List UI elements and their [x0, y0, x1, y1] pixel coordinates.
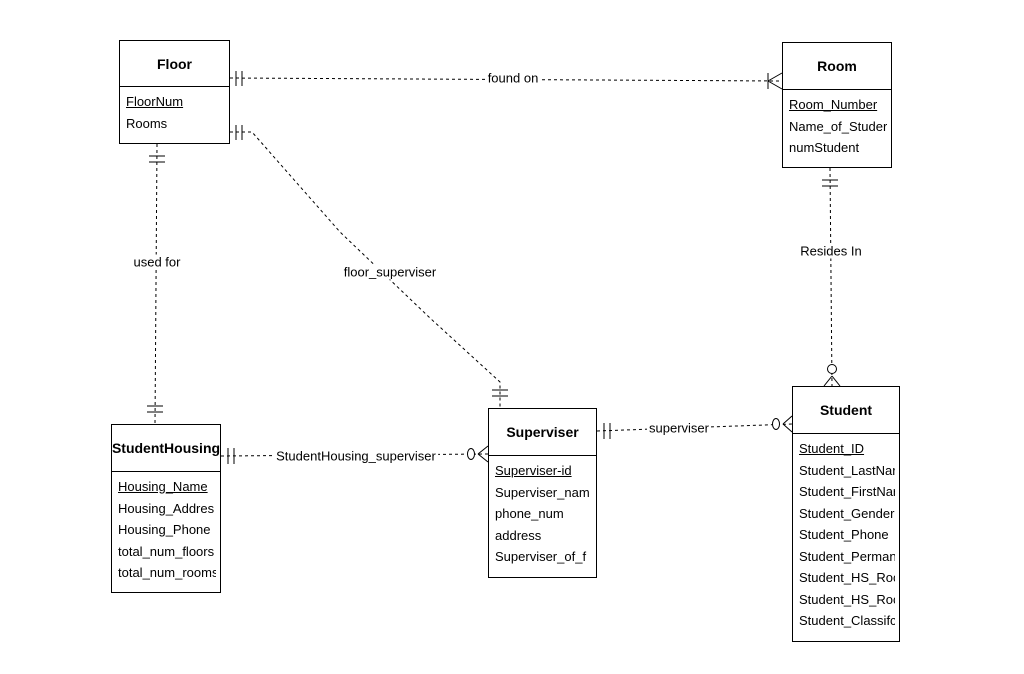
entity-title: Room — [783, 43, 891, 90]
entity-title: StudentHousing — [112, 425, 220, 472]
entity-attribute: numStudent — [789, 140, 860, 155]
crowsfoot-mark — [767, 72, 783, 82]
entity-attribute: Superviser_of_f — [495, 549, 587, 564]
entity-attribute-pk: FloorNum — [126, 94, 184, 109]
rel-line-resides-in — [829, 167, 833, 387]
entity-attribute: Superviser_nam — [495, 484, 590, 500]
entity-student: Student Student_ID Student_LastNar Stude… — [792, 386, 900, 642]
entity-attribute: Housing_Phone — [118, 522, 211, 537]
crowsfoot-mark — [782, 423, 793, 433]
entity-attribute-pk: Room_Number — [789, 97, 878, 112]
entity-attribute: total_num_floors — [118, 543, 215, 559]
entity-attribute: Student_LastNar — [799, 462, 895, 478]
entity-attribute: Housing_Addres — [118, 500, 215, 516]
crowsfoot-mark — [823, 375, 833, 387]
entity-attribute: Student_HS_Roc — [799, 570, 895, 585]
rel-label-resides-in: Resides In — [798, 243, 864, 259]
rel-line-found-on — [229, 77, 781, 82]
crowsfoot-mark — [767, 80, 783, 90]
rel-label-floor-superviser: floor_superviser — [341, 264, 439, 280]
entity-attribute: Rooms — [126, 115, 168, 131]
entity-attribute: Student_FirstNar — [799, 484, 895, 499]
crowsfoot-mark — [772, 418, 780, 430]
crowsfoot-mark — [782, 415, 793, 425]
entity-title: Student — [793, 387, 899, 434]
crowsfoot-mark — [827, 364, 837, 374]
entity-attribute: Student_Classifc — [799, 613, 895, 628]
entity-title: Superviser — [489, 409, 596, 456]
entity-attribute: Student_Gender — [799, 505, 895, 521]
rel-label-used-for: used for — [131, 254, 183, 270]
entity-attribute: address — [495, 527, 542, 543]
entity-attribute: total_num_rooms — [118, 565, 216, 580]
crowsfoot-mark — [467, 448, 475, 460]
rel-label-studenthousing-superviser: StudentHousing_superviser — [274, 448, 438, 464]
entity-attribute: Name_of_Studer — [789, 118, 887, 134]
entity-attribute-pk: Superviser-id — [495, 463, 572, 478]
entity-attribute-pk: Student_ID — [799, 441, 865, 456]
entity-room: Room Room_Number Name_of_Studer numStude… — [782, 42, 892, 168]
entity-attribute: phone_num — [495, 506, 564, 521]
crowsfoot-mark — [477, 453, 489, 463]
rel-label-found-on: found on — [485, 70, 541, 86]
rel-line-used-for — [154, 143, 158, 425]
entity-attribute-pk: Housing_Name — [118, 479, 208, 494]
crowsfoot-mark — [477, 445, 489, 455]
entity-attribute: Student_Phone — [799, 527, 889, 542]
rel-label-superviser: superviser — [647, 420, 711, 436]
entity-superviser: Superviser Superviser-id Superviser_nam … — [488, 408, 597, 578]
entity-attribute: Student_HS_Roc — [799, 591, 895, 607]
entity-floor: Floor FloorNum Rooms — [119, 40, 230, 144]
entity-attribute: Student_Perman — [799, 548, 895, 564]
crowsfoot-mark — [831, 375, 841, 387]
entity-title: Floor — [120, 41, 229, 87]
entity-student-housing: StudentHousing Housing_Name Housing_Addr… — [111, 424, 221, 593]
